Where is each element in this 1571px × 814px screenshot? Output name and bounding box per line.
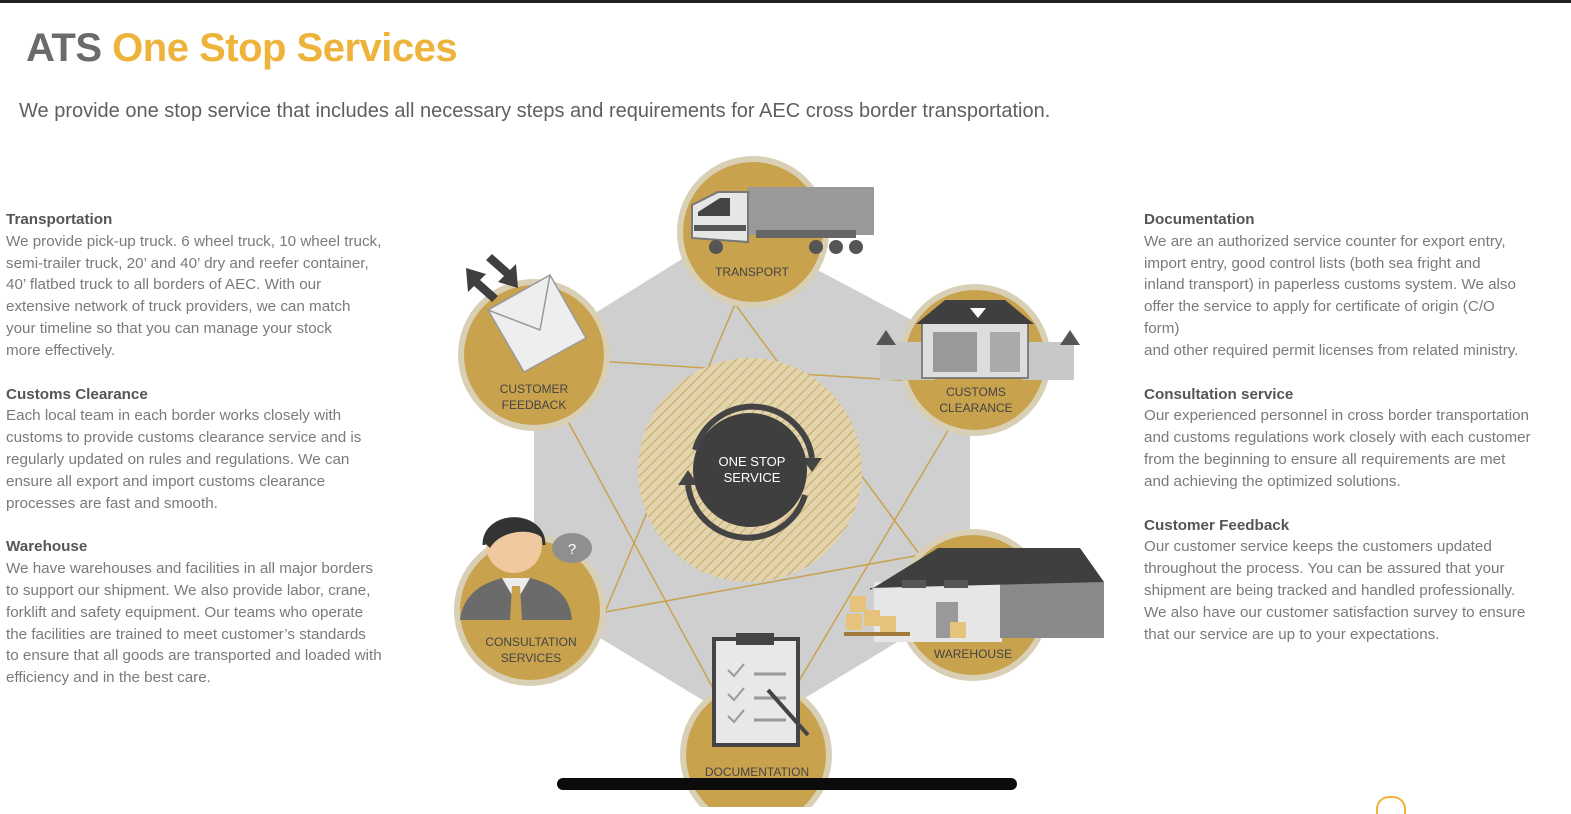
section-title: Customs Clearance [6, 385, 148, 403]
section-body: Our experienced personnel in cross borde… [1144, 407, 1531, 490]
node-label-line1: CUSTOMER [500, 382, 569, 396]
one-stop-service-diagram: ONE STOP SERVICE TRANSPORT [454, 156, 1104, 807]
section-title: Consultation service [1144, 385, 1294, 403]
center-label-line2: SERVICE [724, 470, 781, 485]
section-body: Each local team in each border works clo… [6, 407, 362, 512]
section-title: Transportation [6, 211, 113, 228]
arrows-icon [466, 254, 518, 302]
center-label-line1: ONE STOP [719, 454, 786, 469]
node-label-line1: CUSTOMS [946, 385, 1006, 399]
customs-building-icon [876, 300, 1080, 380]
node-customs-clearance: CUSTOMS CLEARANCE [876, 284, 1080, 436]
section-body: We are an authorized service counter for… [1144, 232, 1519, 359]
consultant-person-icon [460, 517, 592, 620]
page-subtitle: We provide one stop service that include… [19, 100, 1051, 122]
node-label: TRANSPORT [715, 265, 789, 279]
section-documentation: Documentation We are an authorized servi… [1144, 209, 1571, 362]
node-warehouse: WAREHOUSE [844, 529, 1104, 681]
truck-icon [691, 187, 874, 254]
node-customer-feedback: CUSTOMER FEEDBACK [458, 254, 610, 431]
node-label-line2: CLEARANCE [939, 401, 1012, 415]
node-label-line2: SERVICES [501, 651, 561, 665]
center-hub: ONE STOP SERVICE [638, 358, 862, 582]
right-column: Documentation We are an authorized servi… [1144, 209, 1571, 667]
home-indicator[interactable] [557, 778, 1017, 790]
section-transportation: Transportation We provide pick-up truck.… [6, 209, 436, 362]
corner-logo-fragment [1376, 796, 1406, 814]
page-title: ATS One Stop Services [26, 26, 458, 71]
envelope-icon [486, 273, 588, 374]
section-body: We provide pick-up truck. 6 wheel truck,… [6, 232, 382, 359]
node-documentation: DOCUMENTATION [680, 633, 832, 807]
help-mark: ? [568, 541, 576, 558]
section-body: Our customer service keeps the customers… [1144, 538, 1526, 643]
section-customs-clearance: Customs Clearance Each local team in eac… [6, 384, 436, 515]
section-warehouse: Warehouse We have warehouses and facilit… [6, 536, 436, 689]
section-title: Warehouse [6, 538, 88, 556]
node-consultation-services: ? CONSULTATION SERVICES [454, 517, 606, 686]
node-label-line1: CONSULTATION [485, 635, 576, 649]
top-border [0, 0, 1571, 3]
left-column: Transportation We provide pick-up truck.… [6, 209, 436, 711]
title-prefix: ATS [26, 26, 102, 70]
section-customer-feedback: Customer Feedback Our customer service k… [1144, 515, 1571, 646]
warehouse-icon [844, 548, 1104, 642]
section-title: Documentation [1144, 211, 1255, 228]
node-label-line2: FEEDBACK [502, 398, 567, 412]
node-transport: TRANSPORT [677, 156, 874, 308]
section-body: We have warehouses and facilities in all… [6, 560, 382, 687]
node-label: DOCUMENTATION [705, 765, 809, 779]
node-label: WAREHOUSE [934, 647, 1012, 661]
clipboard-icon [712, 633, 810, 747]
section-title: Customer Feedback [1144, 516, 1290, 534]
section-consultation-service: Consultation service Our experienced per… [1144, 384, 1571, 493]
title-main: One Stop Services [112, 26, 458, 70]
